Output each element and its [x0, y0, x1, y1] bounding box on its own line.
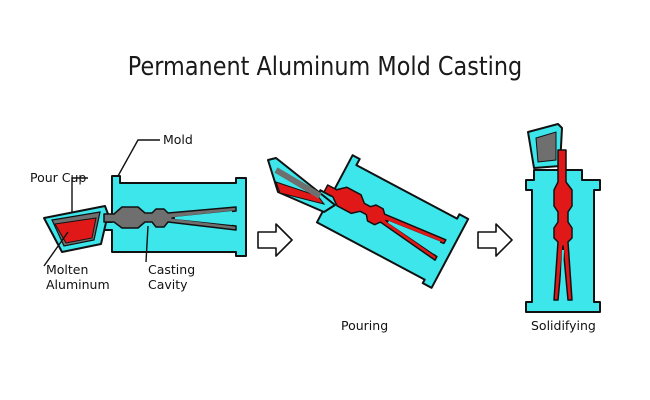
label-molten-aluminum-line1: Molten [46, 262, 89, 277]
stage-1-leader-lines [43, 139, 160, 267]
solidified-metal-in-cup [535, 131, 557, 163]
stage-2-pouring-assembly [315, 154, 470, 289]
diagram-title: Permanent Aluminum Mold Casting [127, 52, 523, 82]
label-mold: Mold [163, 132, 193, 147]
label-pouring: Pouring [341, 318, 389, 333]
label-pour-cup: Pour Cup [30, 170, 87, 185]
cavity-vertical [553, 149, 573, 301]
label-casting-cavity-line1: Casting [148, 262, 196, 277]
arrow-2 [477, 223, 513, 257]
stage-3-solidifying-assembly [525, 123, 601, 313]
label-casting-cavity-line2: Cavity [148, 277, 188, 292]
label-molten-aluminum-line2: Aluminum [46, 277, 110, 292]
stage-1-mold-assembly [43, 175, 247, 257]
arrow-1 [257, 223, 293, 257]
label-solidifying: Solidifying [531, 318, 596, 333]
molten-aluminum-pouring [275, 181, 326, 205]
